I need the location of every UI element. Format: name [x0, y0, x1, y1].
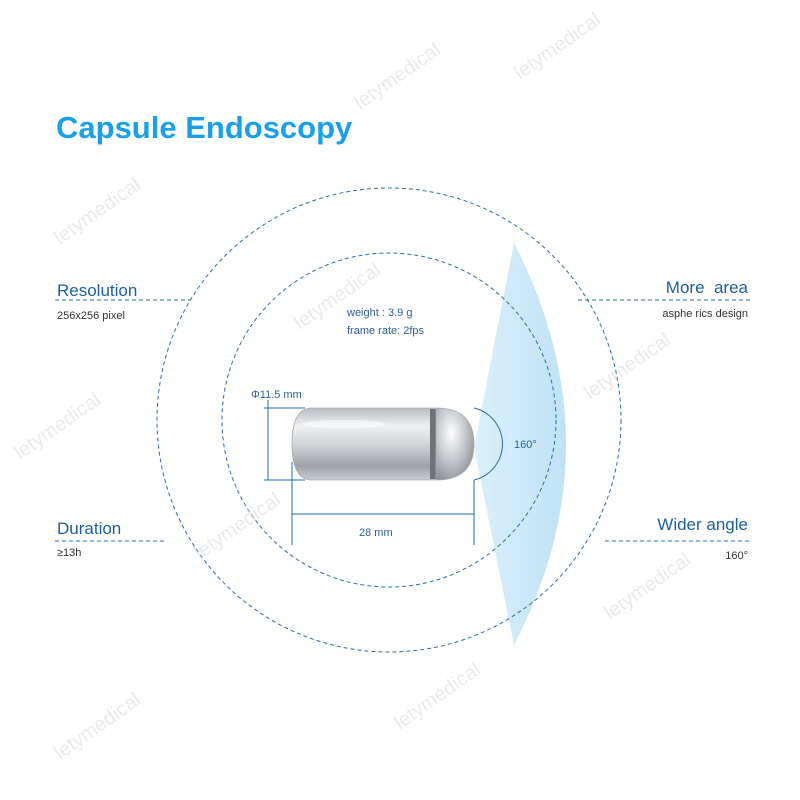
wider-angle-title: Wider angle — [657, 515, 748, 534]
more-area-value: asphe rics design — [662, 308, 748, 320]
resolution-value: 256x256 pixel — [57, 310, 125, 322]
svg-text:letymedical: letymedical — [390, 659, 485, 734]
duration-value: ≥13h — [57, 547, 82, 559]
svg-text:letymedical: letymedical — [580, 329, 675, 404]
wider-angle-value: 160° — [725, 550, 748, 562]
more-area-title: More area — [665, 278, 748, 297]
outer-dashed-circle — [156, 187, 622, 653]
view-angle-arc — [473, 407, 503, 481]
duration-title: Duration — [57, 519, 122, 538]
diameter-label: Φ11.5 mm — [251, 389, 302, 401]
svg-text:letymedical: letymedical — [190, 489, 285, 564]
view-angle-label: 160° — [514, 439, 537, 451]
resolution-title: Resolution — [57, 281, 138, 300]
svg-text:letymedical: letymedical — [10, 389, 105, 464]
capsule-image — [291, 407, 475, 481]
weight-label: weight : 3.9 g — [347, 307, 413, 319]
inner-dashed-circle — [221, 252, 557, 588]
svg-text:letymedical: letymedical — [510, 9, 605, 84]
svg-text:letymedical: letymedical — [350, 39, 445, 114]
field-of-view-cone — [474, 243, 566, 645]
svg-text:letymedical: letymedical — [600, 549, 695, 624]
svg-text:letymedical: letymedical — [290, 259, 385, 334]
svg-text:letymedical: letymedical — [50, 689, 145, 764]
page-title: Capsule Endoscopy — [56, 110, 353, 145]
length-label: 28 mm — [359, 527, 393, 539]
svg-text:letymedical: letymedical — [50, 174, 145, 249]
frame-rate-label: frame rate: 2fps — [347, 325, 425, 337]
